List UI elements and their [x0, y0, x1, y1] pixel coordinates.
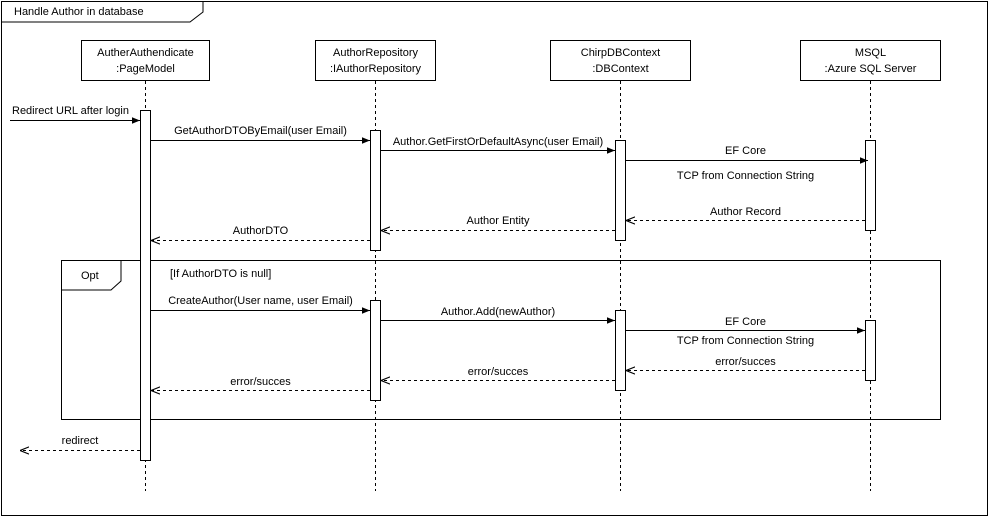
message-error-success-repo-label: error/succes: [230, 376, 291, 388]
message-get-first-or-default-label: Author.GetFirstOrDefaultAsync(user Email…: [393, 136, 603, 148]
messages: Redirect URL after login GetAuthorDTOByE…: [10, 105, 868, 451]
participant-author-repository-name: AuthorRepository: [333, 47, 418, 59]
activation-author-repository-2: [370, 300, 381, 401]
activation-author-repository-1: [370, 130, 381, 251]
opt-fragment-operator: Opt: [81, 270, 99, 282]
message-ef-core-1-label: EF Core: [725, 145, 766, 157]
message-error-success-db-label: error/succes: [715, 356, 776, 368]
participant-page-model: AutherAuthendicate :PageModel: [81, 40, 210, 81]
message-author-add-label: Author.Add(newAuthor): [441, 306, 555, 318]
participant-db-context: ChirpDBContext :DBContext: [550, 40, 691, 81]
message-author-dto-label: AuthorDTO: [233, 225, 289, 237]
message-tcp-2-label: TCP from Connection String: [677, 335, 814, 347]
opt-fragment-guard: [If AuthorDTO is null]: [170, 268, 271, 280]
participant-sql-server: MSQL :Azure SQL Server: [800, 40, 941, 81]
participant-author-repository: AuthorRepository :IAuthorRepository: [315, 40, 436, 81]
message-author-entity-label: Author Entity: [467, 215, 530, 227]
message-redirect-out-label: redirect: [62, 435, 99, 447]
participant-db-context-name: ChirpDBContext: [581, 47, 660, 59]
participant-author-repository-type: :IAuthorRepository: [330, 63, 422, 75]
participant-page-model-type: :PageModel: [116, 63, 175, 75]
participant-db-context-type: :DBContext: [592, 63, 648, 75]
participant-page-model-name: AutherAuthendicate: [97, 47, 194, 59]
message-ef-core-2-label: EF Core: [725, 316, 766, 328]
activation-db-context-2: [615, 310, 626, 391]
message-error-success-ctx-label: error/succes: [468, 366, 529, 378]
participant-sql-server-name: MSQL: [855, 47, 886, 59]
activation-sql-server-1: [865, 140, 876, 231]
message-author-record-label: Author Record: [710, 206, 781, 218]
activation-db-context-1: [615, 140, 626, 241]
participant-sql-server-type: :Azure SQL Server: [825, 63, 917, 75]
diagram-title: Handle Author in database: [14, 6, 144, 18]
message-redirect-in-label: Redirect URL after login: [12, 105, 129, 117]
message-get-author-dto-label: GetAuthorDTOByEmail(user Email): [174, 125, 347, 137]
activation-sql-server-2: [865, 320, 876, 381]
activation-page-model: [140, 110, 151, 461]
activations: [140, 110, 876, 461]
opt-fragment: Opt [If AuthorDTO is null]: [61, 260, 941, 420]
message-tcp-1-label: TCP from Connection String: [677, 170, 814, 182]
message-create-author-label: CreateAuthor(User name, user Email): [168, 295, 353, 307]
